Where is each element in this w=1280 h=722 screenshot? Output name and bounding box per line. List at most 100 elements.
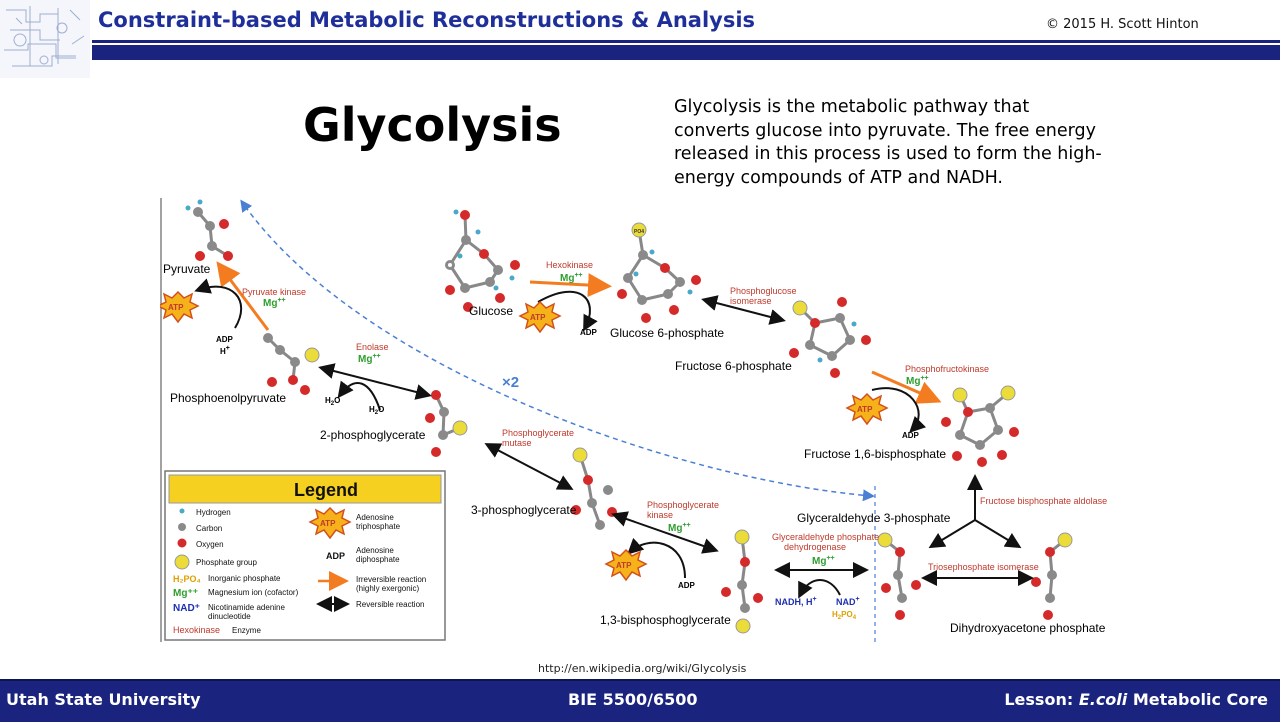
svg-text:ADP: ADP <box>902 431 920 440</box>
atp-starburst-4: ATP <box>160 290 200 324</box>
svg-text:kinase: kinase <box>647 510 673 520</box>
svg-text:Mg++: Mg++ <box>812 555 835 567</box>
legend-title: Legend <box>294 480 358 500</box>
svg-text:H₂PO₄: H₂PO₄ <box>173 574 201 584</box>
1-3-bisphosphoglycerate-label: 1,3-bisphosphoglycerate <box>600 613 731 627</box>
svg-text:ATP: ATP <box>616 561 632 570</box>
footer-bar <box>0 679 1280 722</box>
svg-text:Phosphate group: Phosphate group <box>196 558 257 567</box>
svg-text:triphosphate: triphosphate <box>356 522 401 531</box>
svg-text:H+: H+ <box>220 345 230 356</box>
svg-text:(highly exergonic): (highly exergonic) <box>356 584 419 593</box>
svg-text:H2O: H2O <box>325 396 340 407</box>
header-title: Constraint-based Metabolic Reconstructio… <box>98 8 756 32</box>
dashed-return-arrow <box>240 199 875 502</box>
svg-text:Mg++: Mg++ <box>668 522 691 534</box>
svg-text:Phosphofructokinase: Phosphofructokinase <box>905 364 989 374</box>
phosphoenolpyruvate-label: Phosphoenolpyruvate <box>170 391 286 405</box>
3-phosphoglycerate-label: 3-phosphoglycerate <box>471 503 577 517</box>
2-phosphoglycerate-molecule <box>425 390 468 457</box>
svg-text:diphosphate: diphosphate <box>356 555 400 564</box>
footer-lesson: Lesson: E.coli Metabolic Core <box>1004 690 1268 709</box>
intro-text: Glycolysis is the metabolic pathway that… <box>674 97 1102 188</box>
svg-text:Adenosine: Adenosine <box>356 546 394 555</box>
svg-text:Magnesium ion (cofactor): Magnesium ion (cofactor) <box>208 588 299 597</box>
atp-starburst-1: ATP <box>518 300 562 334</box>
svg-text:Hydrogen: Hydrogen <box>196 508 231 517</box>
phosphoglycerate-mutase-arrow <box>484 443 574 490</box>
svg-text:Irreversible reaction: Irreversible reaction <box>356 575 426 584</box>
fructose-1-6-bisphosphate-label: Fructose 1,6-bisphosphate <box>804 447 946 461</box>
pk-cofactor-arrow <box>194 278 242 329</box>
svg-text:H2O: H2O <box>369 405 384 416</box>
svg-text:Mg++: Mg++ <box>906 375 929 387</box>
times-two-label: ×2 <box>502 374 519 391</box>
svg-text:Nicotinamide adenine: Nicotinamide adenine <box>208 603 285 612</box>
svg-text:Inorganic phosphate: Inorganic phosphate <box>208 574 281 583</box>
svg-text:Phosphoglycerate: Phosphoglycerate <box>502 428 574 438</box>
dihydroxyacetone-phosphate-label: Dihydroxyacetone phosphate <box>950 621 1106 635</box>
svg-text:isomerase: isomerase <box>730 296 772 306</box>
svg-text:Adenosine: Adenosine <box>356 513 394 522</box>
aldolase-right-arrow <box>974 519 1022 549</box>
svg-text:ADP: ADP <box>580 328 598 337</box>
svg-text:ADP: ADP <box>678 581 696 590</box>
svg-text:Pyruvate kinase: Pyruvate kinase <box>242 287 306 297</box>
hexokinase-arrow <box>529 273 612 298</box>
pfk-cofactor-arrow <box>871 387 927 433</box>
aldolase-left-arrow <box>928 519 976 549</box>
fructose-6-phosphate-molecule <box>789 297 871 378</box>
fructose-6-phosphate-label: Fructose 6-phosphate <box>675 359 792 373</box>
svg-text:Triosephosphate isomerase: Triosephosphate isomerase <box>928 562 1039 572</box>
phosphoglycerate-kinase-arrow <box>611 511 719 554</box>
svg-text:Phosphoglucose: Phosphoglucose <box>730 286 797 296</box>
svg-text:Enolase: Enolase <box>356 342 389 352</box>
phosphofructokinase-arrow <box>871 370 942 404</box>
footer-university: Utah State University <box>6 690 201 709</box>
svg-text:NADH, H+: NADH, H+ <box>775 596 817 607</box>
pyruvate-molecule <box>185 199 233 261</box>
svg-text:Mg++: Mg++ <box>263 297 286 309</box>
svg-text:Glyceraldehyde phosphate: Glyceraldehyde phosphate <box>772 532 879 542</box>
2-phosphoglycerate-label: 2-phosphoglycerate <box>320 428 426 442</box>
source-url: http://en.wikipedia.org/wiki/Glycolysis <box>538 662 747 675</box>
svg-text:ATP: ATP <box>320 519 336 528</box>
glucose-6-phosphate-label: Glucose 6-phosphate <box>610 326 724 340</box>
slide-title: Glycolysis <box>303 98 562 152</box>
3-phosphoglycerate-molecule <box>571 447 617 530</box>
svg-text:ATP: ATP <box>857 405 873 414</box>
glyceraldehyde-3-phosphate-label: Glyceraldehyde 3-phosphate <box>797 511 951 525</box>
svg-text:Mg⁺⁺: Mg⁺⁺ <box>173 588 198 599</box>
svg-text:PO4: PO4 <box>634 229 644 235</box>
legend-box: Legend Hydrogen Carbon Oxygen Phosphate … <box>164 470 446 641</box>
hexokinase-label: Hexokinase <box>546 260 593 270</box>
phosphoglucose-isomerase-arrow <box>701 295 786 325</box>
svg-text:H2PO4: H2PO4 <box>832 610 857 621</box>
svg-text:ATP: ATP <box>530 313 546 322</box>
glucose-6-phosphate-molecule <box>617 222 701 323</box>
svg-text:mutase: mutase <box>502 438 532 448</box>
svg-text:Hexokinase: Hexokinase <box>173 625 220 635</box>
svg-text:Oxygen: Oxygen <box>196 540 224 549</box>
pgk-cofactor-arrow <box>627 537 686 579</box>
svg-text:Fructose bisphosphate aldolase: Fructose bisphosphate aldolase <box>980 496 1107 506</box>
svg-text:ATP: ATP <box>168 303 184 312</box>
glucose-molecule <box>445 209 520 312</box>
svg-text:NAD+: NAD+ <box>836 596 860 607</box>
pyruvate-label: Pyruvate <box>163 262 211 276</box>
pyruvate-kinase-arrow <box>216 261 270 331</box>
svg-text:ADP: ADP <box>326 551 345 561</box>
glucose-label: Glucose <box>469 304 513 318</box>
atp-starburst-2: ATP <box>845 392 889 426</box>
header-bar <box>92 45 1280 60</box>
hexokinase-cofactor-arrow <box>537 290 598 332</box>
header-rule <box>92 40 1280 43</box>
university-logo <box>0 0 90 78</box>
enolase-water-arrow <box>337 380 381 411</box>
svg-text:Mg++: Mg++ <box>560 272 583 284</box>
svg-text:NAD⁺: NAD⁺ <box>173 603 200 614</box>
phosphoenolpyruvate-molecule <box>263 333 320 395</box>
svg-text:dinucleotide: dinucleotide <box>208 612 251 621</box>
glyceraldehyde-3-phosphate-molecule <box>877 532 921 620</box>
enolase-arrow <box>318 363 432 400</box>
